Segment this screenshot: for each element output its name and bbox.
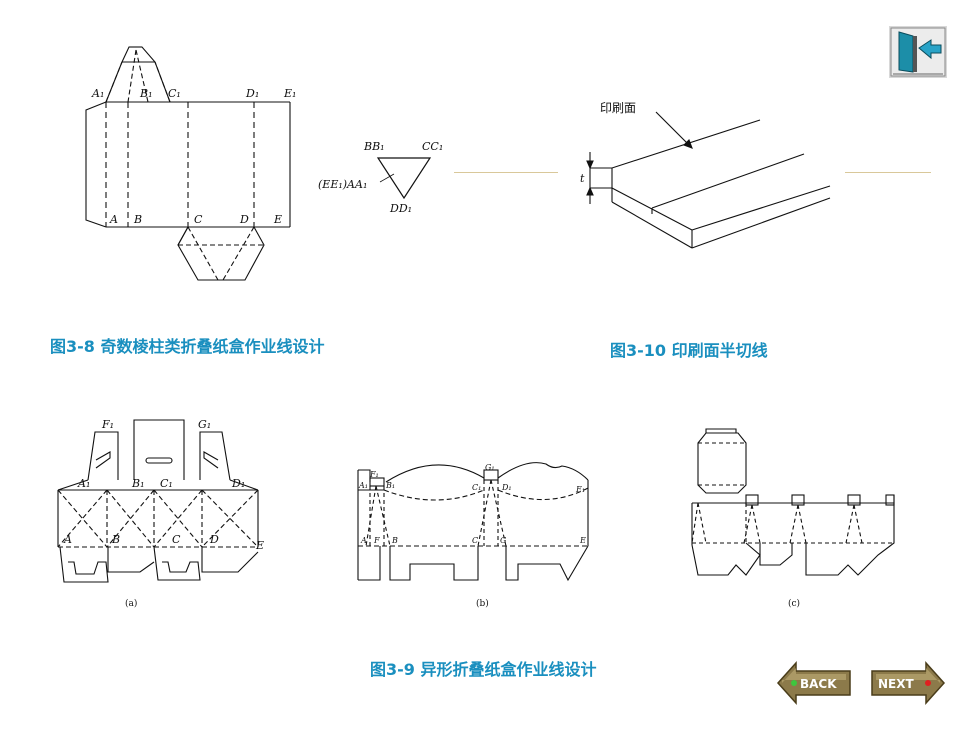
separator-line-right bbox=[845, 172, 931, 173]
fig3-9b-box-net: F₁ A₁ B₁ G₁ C₁ D₁ E₁ A F B C G E (b) bbox=[350, 440, 600, 610]
label-E1: E₁ bbox=[283, 87, 296, 100]
sub-caption-b: (b) bbox=[476, 598, 489, 609]
b-label-C1: C₁ bbox=[472, 483, 481, 492]
sub-caption-a: (a) bbox=[125, 598, 137, 609]
green-indicator-icon bbox=[791, 680, 797, 686]
label-CC1: CC₁ bbox=[422, 140, 443, 153]
b-label-A1: A₁ bbox=[358, 481, 368, 490]
label-BB1: BB₁ bbox=[363, 140, 385, 153]
a-label-C1: C₁ bbox=[160, 477, 173, 490]
label-A: A bbox=[109, 213, 118, 226]
b-label-C: C bbox=[472, 536, 478, 545]
separator-line-left bbox=[454, 172, 558, 173]
b-label-G: G bbox=[500, 536, 507, 545]
b-label-A: A bbox=[360, 536, 367, 545]
a-label-A: A bbox=[63, 533, 72, 546]
label-E: E bbox=[273, 213, 282, 226]
b-label-B1: B₁ bbox=[385, 481, 395, 490]
a-label-E: E bbox=[255, 539, 264, 552]
b-label-F: F bbox=[373, 536, 380, 545]
label-EE1AA1: (EE₁)AA₁ bbox=[318, 178, 367, 191]
b-label-D1: D₁ bbox=[501, 483, 512, 492]
label-D1: D₁ bbox=[245, 87, 259, 100]
a-label-B1: B₁ bbox=[131, 477, 145, 490]
a-label-C: C bbox=[172, 533, 181, 546]
label-C: C bbox=[194, 213, 203, 226]
next-button[interactable]: NEXT bbox=[866, 660, 946, 706]
a-label-A1: A₁ bbox=[77, 477, 90, 490]
a-label-F1: F₁ bbox=[101, 418, 114, 431]
a-label-B: B bbox=[111, 533, 120, 546]
back-label: BACK bbox=[800, 677, 837, 691]
b-label-F1: F₁ bbox=[369, 470, 379, 479]
fig3-9c-box-net: (c) bbox=[688, 425, 908, 610]
a-label-G1: G₁ bbox=[198, 418, 211, 431]
label-A1: A₁ bbox=[91, 87, 104, 100]
caption-fig3-9: 图3-9 异形折叠纸盒作业线设计 bbox=[370, 660, 597, 679]
exit-door-icon[interactable] bbox=[889, 26, 947, 78]
fig3-8-triangle-section: BB₁ CC₁ (EE₁)AA₁ DD₁ bbox=[318, 130, 468, 220]
red-indicator-icon bbox=[925, 680, 931, 686]
label-D: D bbox=[239, 213, 249, 226]
fig3-9a-box-net: A₁ B₁ C₁ D₁ F₁ G₁ A B C D E (a) bbox=[50, 412, 280, 612]
label-B: B bbox=[133, 213, 142, 226]
label-C1: C₁ bbox=[168, 87, 181, 100]
b-label-E1: E₁ bbox=[575, 485, 585, 494]
fig3-10-board-diagram: t 印刷面 bbox=[572, 90, 842, 260]
next-label: NEXT bbox=[878, 677, 914, 691]
b-label-E: E bbox=[579, 536, 586, 545]
a-label-D1: D₁ bbox=[231, 477, 245, 490]
label-DD1: DD₁ bbox=[389, 202, 412, 215]
back-button[interactable]: BACK bbox=[776, 660, 856, 706]
a-label-D: D bbox=[209, 533, 219, 546]
label-print-face: 印刷面 bbox=[600, 101, 636, 115]
b-label-B: B bbox=[391, 536, 398, 545]
caption-fig3-8: 图3-8 奇数棱柱类折叠纸盒作业线设计 bbox=[50, 337, 325, 356]
fig3-8-box-net: A₁ B₁ C₁ D₁ E₁ A B C D E bbox=[78, 40, 308, 285]
label-B1: B₁ bbox=[139, 87, 153, 100]
label-thickness-t: t bbox=[580, 172, 585, 185]
sub-caption-c: (c) bbox=[788, 598, 800, 609]
b-label-G1: G₁ bbox=[485, 463, 495, 472]
caption-fig3-10: 图3-10 印刷面半切线 bbox=[610, 341, 768, 360]
